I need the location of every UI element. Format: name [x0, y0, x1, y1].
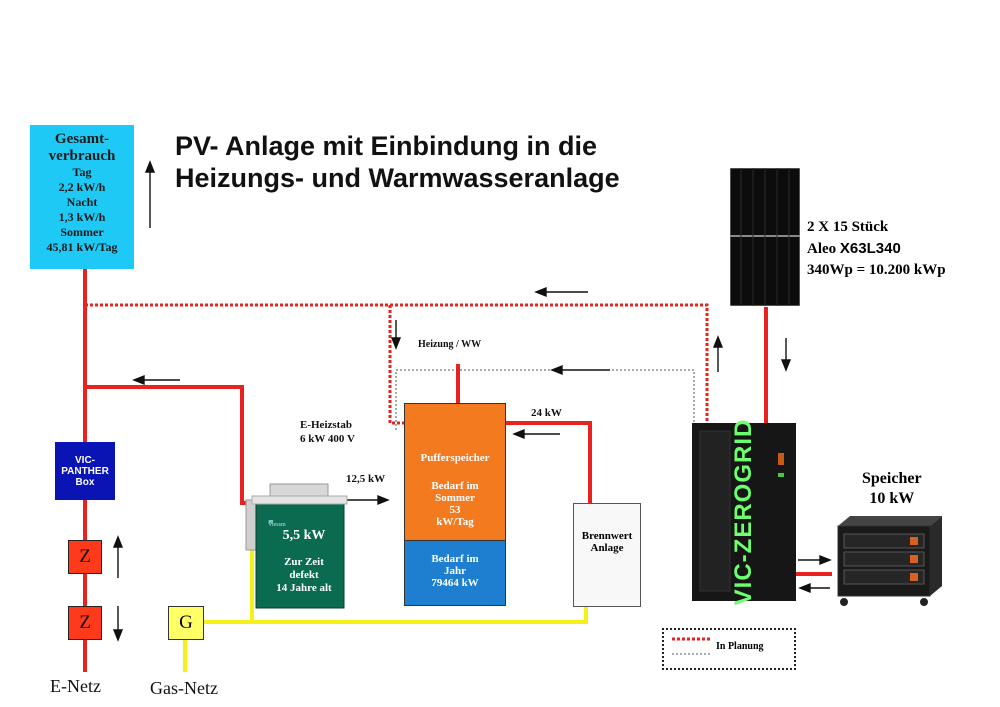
arrow-right-boiler-head	[377, 494, 390, 506]
storage-label: Speicher 10 kW	[862, 469, 922, 509]
buffer-summer-3: 53	[449, 504, 461, 516]
consumption-box: Gesamt- verbrauch Tag 2,2 kW/h Nacht 1,3…	[30, 125, 134, 269]
pv-line-2-prefix: Aleo	[807, 241, 840, 257]
boiler-power-label: 12,5 kW	[346, 473, 386, 485]
consumption-night-label: Nacht	[66, 195, 98, 209]
buffer-year-3: 79464 kW	[431, 577, 479, 589]
arrow-left-brennwert-head	[512, 428, 525, 440]
legend-box	[662, 628, 796, 670]
buffer-year-2: Jahr	[444, 565, 466, 577]
pv-line-2: Aleo X63L340	[807, 238, 946, 260]
brennwert-line-1: Brennwert	[581, 530, 633, 542]
consumption-night-value: 1,3 kW/h	[58, 210, 106, 224]
arrow-up-meter-head	[112, 535, 124, 548]
buffer-summer-2: Sommer	[435, 492, 475, 504]
arrow-down-meter-head	[112, 629, 124, 642]
heater-rod-label: E-Heizstab 6 kW 400 V	[300, 418, 355, 446]
boiler-brand: Viessm	[268, 522, 286, 528]
buffer-tank-bottom: Bedarf im Jahr 79464 kW	[404, 540, 506, 606]
heater-rod-line-2: 6 kW 400 V	[300, 433, 355, 445]
buffer-summer-4: kW/Tag	[436, 516, 474, 528]
arrow-up-consumption-head	[144, 160, 156, 173]
electric-meter-1: Z	[68, 540, 102, 574]
inverter-label: VIC-ZEROGRID	[730, 418, 757, 606]
arrow-down-pv-head	[780, 359, 792, 372]
boiler-status: Zur Zeit defekt 14 Jahre alt	[264, 556, 344, 595]
legend-swatches	[672, 637, 712, 655]
buffer-tank-top: Pufferspeicher Bedarf im Sommer 53 kW/Ta…	[404, 403, 506, 542]
brennwert-unit: Brennwert Anlage	[573, 503, 641, 607]
storage-line-2: 10 kW	[869, 490, 915, 507]
pv-line-3: 340Wp = 10.200 kWp	[807, 262, 946, 278]
arrow-left-top-head	[534, 286, 547, 298]
inverter-cabinet	[692, 423, 796, 601]
arrow-up-inverter-head	[712, 335, 724, 348]
heating-flow-label: Heizung / WW	[418, 339, 482, 350]
arrow-down-buffer-head	[390, 337, 402, 350]
brennwert-power-label: 24 kW	[531, 407, 562, 419]
boiler-status-line-2: defekt	[289, 569, 319, 581]
gas-grid-label: Gas-Netz	[150, 678, 218, 698]
svg-text:≋: ≋	[268, 519, 274, 526]
storage-line-1: Speicher	[862, 470, 922, 487]
consumption-summer-label: Sommer	[60, 225, 104, 239]
electric-meter-2: Z	[68, 606, 102, 640]
planned-line-buffer	[388, 305, 404, 425]
pv-panel-illustration	[730, 168, 800, 306]
buffer-name: Pufferspeicher	[420, 452, 490, 464]
buffer-year-1: Bedarf im	[431, 553, 479, 565]
panther-line-1: VIC-	[75, 454, 95, 466]
electric-grid-label: E-Netz	[50, 676, 101, 696]
boiler-power: 5,5 kW	[282, 528, 326, 543]
planned-line-top	[85, 303, 709, 423]
gas-line-feed	[202, 605, 588, 624]
consumption-day-label: Tag	[72, 165, 92, 179]
consumption-heading-2: verbrauch	[48, 148, 116, 164]
consumption-summer-value: 45,81 kW/Tag	[46, 240, 118, 254]
power-line-brennwert	[504, 421, 592, 503]
panther-box: VIC- PANTHER Box	[55, 442, 115, 500]
arrow-left-mid-head	[132, 374, 145, 386]
arrow-right-storage-head	[819, 554, 832, 566]
legend-planned-label: In Planung	[716, 641, 764, 652]
gas-boiler-illustration: ≋	[245, 483, 348, 609]
consumption-heading-1: Gesamt-	[54, 131, 110, 147]
heater-rod-line-1: E-Heizstab	[300, 419, 352, 431]
arrow-left-heating-head	[550, 364, 563, 376]
pv-line-1: 2 X 15 Stück	[807, 219, 889, 235]
panther-line-3: Box	[75, 476, 95, 488]
battery-rack-illustration	[837, 516, 942, 606]
pv-model: X63L340	[839, 240, 901, 257]
buffer-summer-1: Bedarf im	[431, 480, 479, 492]
gas-meter: G	[168, 606, 204, 640]
inverter-body-detail	[692, 423, 796, 601]
planned-control-line	[395, 369, 695, 430]
boiler-status-line-3: 14 Jahre alt	[276, 582, 332, 594]
panther-line-2: PANTHER	[61, 465, 109, 477]
pv-label: 2 X 15 Stück Aleo X63L340 340Wp = 10.200…	[807, 217, 946, 281]
brennwert-line-2: Anlage	[590, 542, 624, 554]
title-line-1: PV- Anlage mit Einbindung in die	[175, 131, 598, 161]
boiler-status-line-1: Zur Zeit	[284, 556, 324, 568]
arrow-left-storage-head	[798, 582, 811, 594]
diagram-title: PV- Anlage mit Einbindung in die Heizung…	[175, 130, 620, 194]
title-line-2: Heizungs- und Warmwasseranlage	[175, 163, 620, 193]
consumption-day-value: 2,2 kW/h	[58, 180, 106, 194]
